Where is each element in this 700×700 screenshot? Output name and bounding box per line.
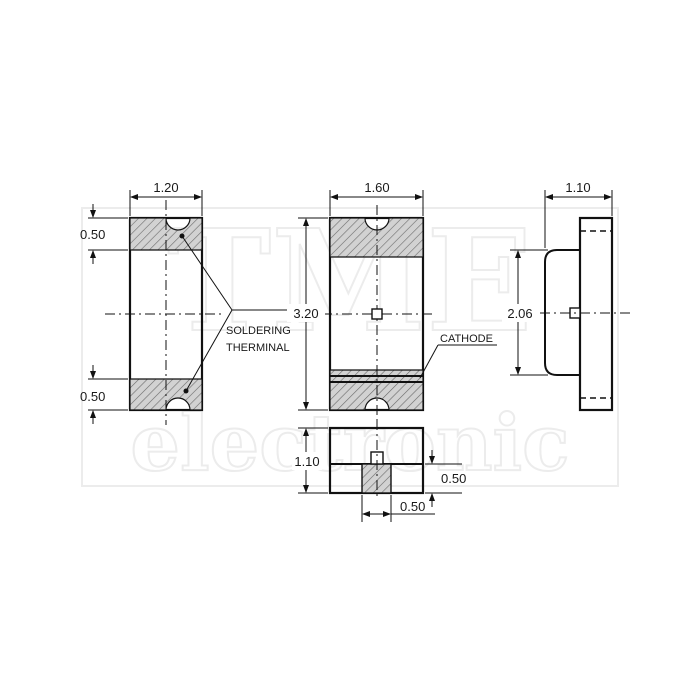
- soldering-leader-lower: [185, 309, 233, 392]
- side-thickness-label: 1.10: [565, 180, 590, 195]
- cathode-leader: [419, 344, 439, 379]
- end-height-label-bg: [292, 452, 322, 470]
- side-lens-label-bg: [502, 304, 538, 322]
- top-pad-lower-label: 0.50: [80, 389, 105, 404]
- cathode-label: CATHODE: [440, 333, 493, 345]
- end-terminal-width-label: 0.50: [400, 499, 425, 514]
- soldering-leader-dot-lower: [183, 388, 189, 394]
- soldering-label-line1: SOLDERING: [226, 325, 291, 337]
- end-view: 1.10 0.50 0.50: [292, 420, 466, 522]
- side-lens-label: 2.06: [507, 306, 532, 321]
- bottom-pad-upper: [329, 217, 424, 258]
- top-pad-upper-label: 0.50: [80, 227, 105, 242]
- watermark-subtitle: electronic: [130, 398, 569, 489]
- bottom-length-label: 3.20: [293, 306, 318, 321]
- bottom-width-label: 1.60: [364, 180, 389, 195]
- watermark-frame: [81, 207, 619, 487]
- soldering-label-line2: THERMINAL: [226, 342, 290, 354]
- end-terminal-height-label: 0.50: [441, 471, 466, 486]
- bottom-length-label-bg: [287, 304, 325, 322]
- bottom-view: 1.60 3.20 CATHODE: [287, 180, 497, 420]
- soldering-leader-upper: [181, 235, 233, 311]
- soldering-leader-dot-upper: [179, 233, 185, 239]
- bottom-view-center-mark: [371, 308, 383, 320]
- end-height-label: 1.10: [294, 454, 319, 469]
- side-view-body: [578, 216, 614, 412]
- side-view: 1.10 2.06: [502, 180, 632, 412]
- top-width-label: 1.20: [153, 180, 178, 195]
- top-view: 1.20 0.50 0.50 SOLDERING THERMINAL: [80, 180, 300, 425]
